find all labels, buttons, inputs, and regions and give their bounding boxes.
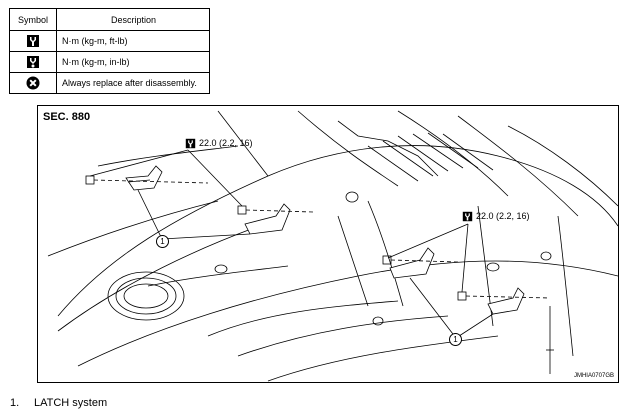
legend-description: N·m (kg-m, ft-lb) [56, 30, 210, 52]
legend-row: Always replace after disassembly. [9, 72, 210, 94]
legend-header-symbol: Symbol [9, 8, 57, 31]
torque-wrench-small-icon [27, 56, 39, 68]
callout-marker-front: 1 [156, 235, 169, 248]
torque-wrench-icon [185, 138, 196, 149]
legend-symbol-cell [9, 30, 57, 52]
legend-header-description: Description [56, 8, 210, 31]
section-number: SEC. 880 [43, 111, 91, 123]
legend-row: N·m (kg-m, ft-lb) [9, 30, 210, 52]
torque-wrench-icon [27, 35, 39, 47]
parts-legend-number: 1. [10, 397, 20, 409]
legend-symbol-cell [9, 72, 57, 94]
legend-header-row: Symbol Description [9, 8, 210, 31]
legend-symbol-cell [9, 51, 57, 73]
vehicle-floor-line-drawing [47, 110, 618, 382]
torque-value-rear: 22.0 (2.2, 16) [476, 211, 530, 221]
diagram-frame: SEC. 880 22.0 (2.2, 16) 22.0 (2.2, 16) 1… [37, 105, 619, 383]
callout-marker-rear: 1 [449, 333, 462, 346]
legend-description: N·m (kg-m, in-lb) [56, 51, 210, 73]
torque-spec-rear: 22.0 (2.2, 16) [462, 211, 530, 222]
torque-wrench-icon [462, 211, 473, 222]
always-replace-icon [26, 76, 40, 90]
symbol-legend-table: Symbol Description N·m (kg-m, ft-lb) N·m… [9, 8, 210, 94]
torque-spec-front: 22.0 (2.2, 16) [185, 138, 253, 149]
legend-row: N·m (kg-m, in-lb) [9, 51, 210, 73]
parts-legend-item: 1. LATCH system [10, 397, 107, 409]
torque-value-front: 22.0 (2.2, 16) [199, 138, 253, 148]
drawing-reference-id: JMHIA0707GB [573, 373, 614, 379]
parts-legend-text: LATCH system [34, 397, 108, 409]
legend-description: Always replace after disassembly. [56, 72, 210, 94]
